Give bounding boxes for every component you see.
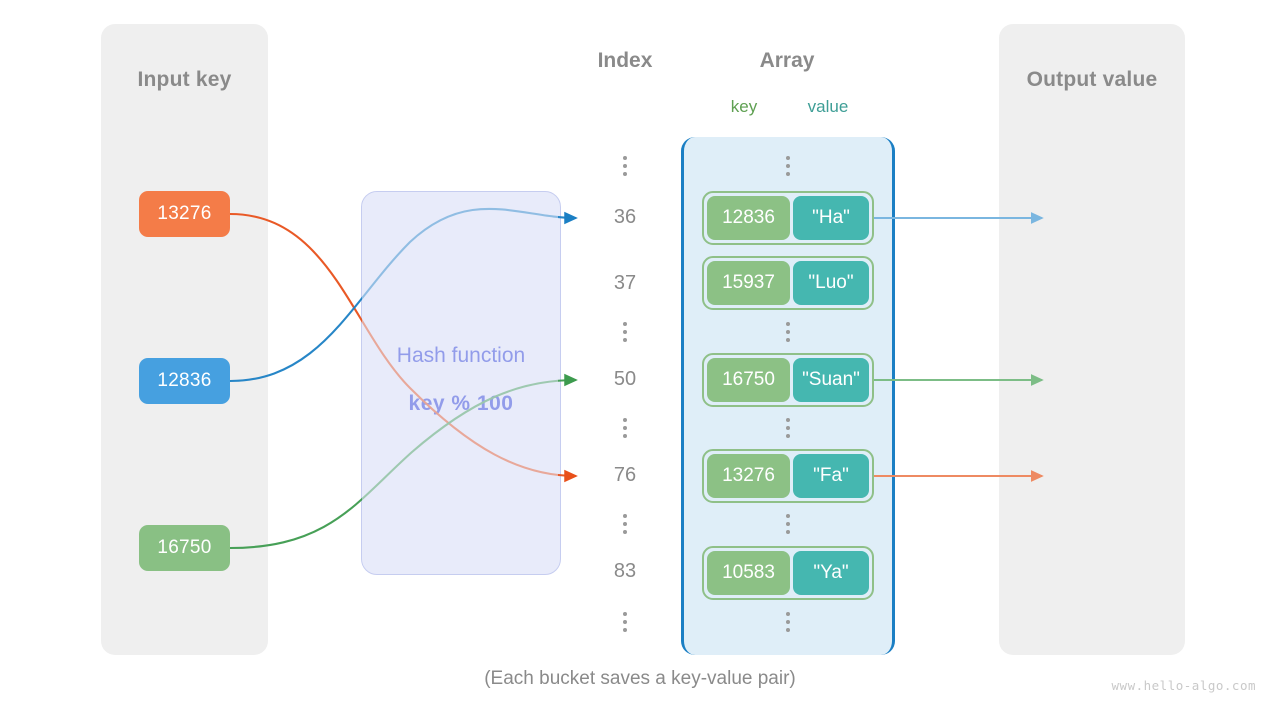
index-column-header: Index bbox=[597, 49, 653, 72]
index-cell-83: 83 bbox=[613, 560, 637, 582]
array-ellipsis-3 bbox=[702, 418, 874, 438]
input-key-12836[interactable]: 12836 bbox=[139, 358, 230, 404]
hash-function-box: Hash function key % 100 bbox=[361, 191, 561, 575]
array-ellipsis-2 bbox=[702, 322, 874, 342]
bucket-37-key: 15937 bbox=[707, 261, 790, 305]
bucket-36-value: "Ha" bbox=[793, 196, 869, 240]
index-ellipsis-top bbox=[590, 156, 660, 176]
bucket-37[interactable]: 15937 "Luo" bbox=[702, 256, 874, 310]
diagram-caption: (Each bucket saves a key-value pair) bbox=[484, 668, 796, 689]
index-ellipsis-2 bbox=[590, 322, 660, 342]
bucket-83[interactable]: 10583 "Ya" bbox=[702, 546, 874, 600]
bucket-76[interactable]: 13276 "Fa" bbox=[702, 449, 874, 503]
bucket-50-key: 16750 bbox=[707, 358, 790, 402]
bucket-76-key: 13276 bbox=[707, 454, 790, 498]
key-sublabel: key bbox=[730, 97, 758, 116]
index-cell-76: 76 bbox=[613, 464, 637, 486]
index-cell-50: 50 bbox=[613, 368, 637, 390]
array-ellipsis-bottom bbox=[702, 612, 874, 632]
index-cell-36: 36 bbox=[613, 206, 637, 228]
index-ellipsis-bottom bbox=[590, 612, 660, 632]
input-key-panel-title: Input key bbox=[137, 68, 232, 91]
bucket-50[interactable]: 16750 "Suan" bbox=[702, 353, 874, 407]
bucket-36[interactable]: 12836 "Ha" bbox=[702, 191, 874, 245]
input-key-16750[interactable]: 16750 bbox=[139, 525, 230, 571]
output-value-panel-title: Output value bbox=[1026, 68, 1158, 91]
value-sublabel: value bbox=[807, 97, 849, 116]
bucket-36-key: 12836 bbox=[707, 196, 790, 240]
output-value-panel: Output value bbox=[999, 24, 1185, 655]
input-key-13276[interactable]: 13276 bbox=[139, 191, 230, 237]
array-column-header: Array bbox=[759, 49, 815, 72]
watermark: www.hello-algo.com bbox=[1111, 678, 1256, 693]
hash-function-name: Hash function bbox=[396, 344, 526, 367]
array-ellipsis-4 bbox=[702, 514, 874, 534]
bucket-83-key: 10583 bbox=[707, 551, 790, 595]
bucket-37-value: "Luo" bbox=[793, 261, 869, 305]
array-ellipsis-top bbox=[702, 156, 874, 176]
index-cell-37: 37 bbox=[613, 272, 637, 294]
bucket-50-value: "Suan" bbox=[793, 358, 869, 402]
index-ellipsis-3 bbox=[590, 418, 660, 438]
hash-function-expression: key % 100 bbox=[408, 392, 514, 415]
index-ellipsis-4 bbox=[590, 514, 660, 534]
bucket-76-value: "Fa" bbox=[793, 454, 869, 498]
bucket-83-value: "Ya" bbox=[793, 551, 869, 595]
